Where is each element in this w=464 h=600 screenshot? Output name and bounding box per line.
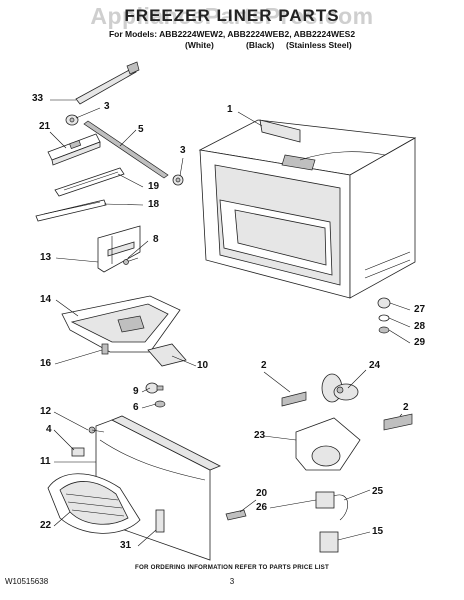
part-4-fastener	[71, 447, 85, 457]
part-21-bracket	[47, 133, 101, 166]
callout-23: 23	[254, 430, 266, 441]
part-2-strip-left	[281, 391, 307, 407]
part-12-fastener	[88, 426, 105, 434]
part-2-strip-right	[383, 413, 413, 431]
color-stainless: (Stainless Steel)	[286, 40, 352, 50]
part-29-nut	[378, 326, 390, 334]
part-28-washer	[378, 314, 390, 322]
callout-22: 22	[40, 520, 52, 531]
part-14-shroud	[61, 295, 181, 353]
part-25-wire	[333, 494, 348, 521]
callout-2a: 2	[261, 360, 267, 371]
callout-19: 19	[148, 181, 160, 192]
callout-5: 5	[138, 124, 144, 135]
part-10-pad	[147, 343, 187, 367]
callout-20: 20	[256, 488, 268, 499]
part-16-clip	[101, 343, 109, 355]
document-number: W10515638	[5, 577, 49, 586]
models-line: For Models: ABB2224WEW2, ABB2224WEB2, AB…	[108, 29, 356, 39]
callout-25: 25	[372, 486, 384, 497]
callout-13: 13	[40, 252, 52, 263]
callout-10: 10	[197, 360, 209, 371]
callout-1: 1	[227, 104, 233, 115]
part-8-screw	[123, 257, 139, 265]
part-3-clip-left	[65, 114, 79, 126]
callout-11: 11	[40, 456, 51, 467]
color-white: (White)	[185, 40, 214, 50]
part-27-cap	[377, 297, 391, 309]
callout-15: 15	[372, 526, 384, 537]
ordering-note: FOR ORDERING INFORMATION REFER TO PARTS …	[135, 564, 329, 571]
callout-3b: 3	[180, 145, 186, 156]
callout-29: 29	[414, 337, 426, 348]
callout-31: 31	[120, 540, 132, 551]
callout-8: 8	[153, 234, 159, 245]
part-13-bracket	[97, 225, 141, 273]
callout-4: 4	[46, 424, 52, 435]
page-number: 3	[229, 577, 235, 586]
part-18-rail	[35, 199, 107, 222]
callout-2b: 2	[403, 402, 409, 413]
callout-21: 21	[39, 121, 51, 132]
part-5-rod	[83, 120, 169, 179]
part-3-clip-right	[172, 174, 184, 186]
part-22-grille	[47, 473, 141, 534]
callout-18: 18	[148, 199, 160, 210]
callout-27: 27	[414, 304, 426, 315]
part-19-rail	[54, 167, 125, 197]
callout-24: 24	[369, 360, 381, 371]
leader-lines	[49, 99, 411, 547]
part-15-harness	[319, 531, 339, 553]
callout-6: 6	[133, 402, 139, 413]
part-9-knob	[145, 382, 164, 394]
callout-28: 28	[414, 321, 426, 332]
callout-26: 26	[256, 502, 268, 513]
part-1-freezer-liner	[198, 119, 417, 299]
callout-14: 14	[40, 294, 52, 305]
callout-16: 16	[40, 358, 52, 369]
callout-9: 9	[133, 386, 139, 397]
part-24-fan	[321, 373, 359, 403]
part-20-tape	[225, 509, 247, 521]
part-6-screw	[154, 400, 166, 408]
color-black: (Black)	[246, 40, 275, 50]
part-31-latch	[155, 509, 165, 533]
watermark: AppliancePartsPros.com	[90, 3, 374, 29]
callout-33: 33	[32, 93, 44, 104]
part-33-rail	[75, 61, 140, 105]
part-26-motor	[315, 491, 335, 509]
part-23-fan-housing	[295, 417, 361, 471]
callout-12: 12	[40, 406, 52, 417]
page-title: FREEZER LINER PARTS	[124, 6, 340, 25]
callout-3a: 3	[104, 101, 110, 112]
